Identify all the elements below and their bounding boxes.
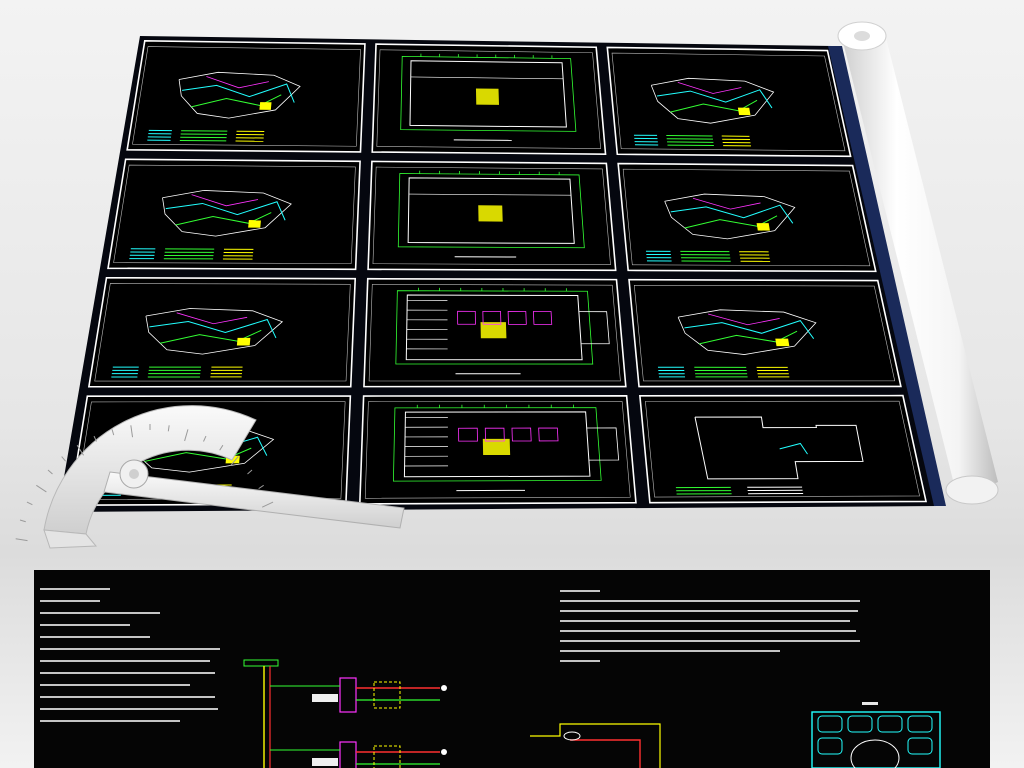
design-notes (40, 588, 860, 722)
paper-roll-icon (837, 21, 999, 505)
drawing-panel (107, 158, 361, 271)
drawing-panels (68, 40, 928, 507)
drawing-panel (126, 40, 366, 153)
drawing-panel (87, 276, 357, 388)
drawing-panel (367, 160, 617, 272)
drawing-panel (639, 394, 928, 504)
drawing-panel (371, 43, 607, 155)
drawing-panel (606, 46, 852, 158)
protractor-icon (15, 405, 405, 549)
system-diagram (243, 659, 941, 768)
detail-strip (34, 570, 990, 768)
drawing-panel (628, 278, 902, 388)
drawing-panel (363, 277, 627, 388)
drawing-panel (358, 395, 637, 505)
drawing-panel (617, 162, 877, 273)
